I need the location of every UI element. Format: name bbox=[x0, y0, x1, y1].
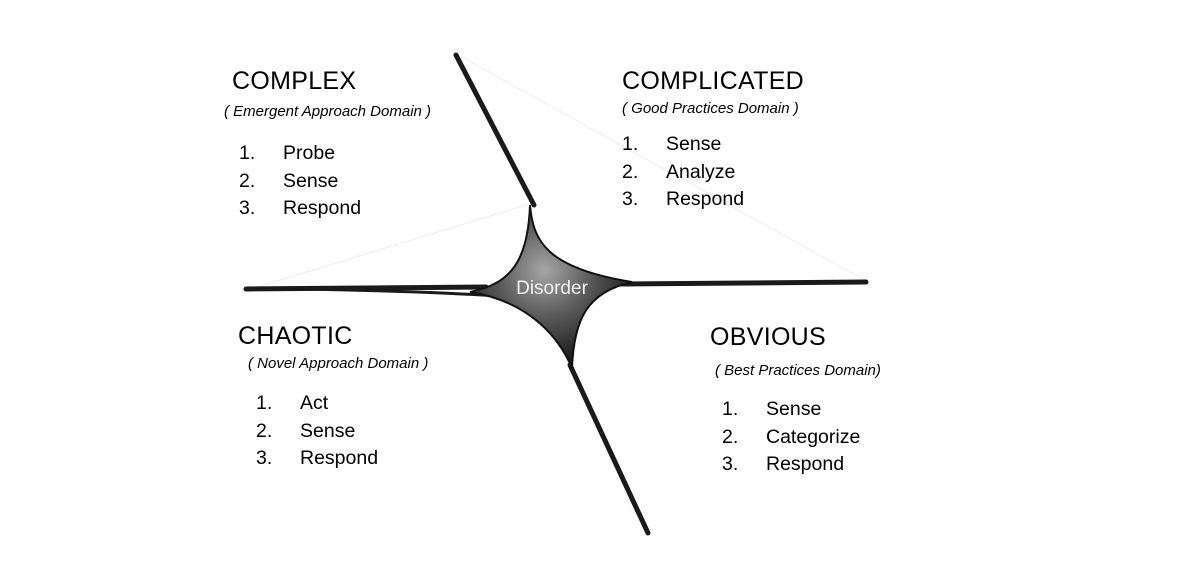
obvious-subtitle: ( Best Practices Domain) bbox=[715, 362, 881, 379]
step-number: 3. bbox=[239, 197, 256, 219]
boundary-line-upper bbox=[453, 52, 537, 208]
step-number: 2. bbox=[239, 169, 256, 192]
step-text: Analyze bbox=[666, 160, 736, 183]
step-number: 1. bbox=[239, 142, 256, 164]
step-text: Sense bbox=[300, 419, 356, 442]
complicated-subtitle: ( Good Practices Domain ) bbox=[622, 100, 799, 117]
step-text: Categorize bbox=[766, 425, 861, 448]
step-number: 2. bbox=[256, 419, 273, 442]
chaotic-subtitle: ( Novel Approach Domain ) bbox=[248, 355, 429, 372]
boundary-line-left bbox=[243, 284, 489, 292]
chaotic-title: CHAOTIC bbox=[238, 322, 353, 350]
complex-subtitle: ( Emergent Approach Domain ) bbox=[224, 103, 432, 120]
step-text: Respond bbox=[283, 197, 362, 219]
faint-guide-lines bbox=[247, 55, 869, 291]
disorder-region bbox=[469, 204, 633, 369]
step-text: Probe bbox=[283, 142, 336, 164]
step-number: 3. bbox=[722, 453, 739, 475]
complicated-title: COMPLICATED bbox=[622, 67, 805, 95]
step-text: Act bbox=[300, 392, 329, 414]
step-text: Respond bbox=[300, 447, 379, 469]
complex-title: COMPLEX bbox=[232, 67, 357, 95]
step-text: Sense bbox=[766, 398, 822, 420]
boundary-line-lower bbox=[567, 362, 651, 536]
step-text: Sense bbox=[283, 169, 339, 192]
step-text: Respond bbox=[666, 188, 745, 210]
obvious-title: OBVIOUS bbox=[710, 323, 827, 351]
step-text: Sense bbox=[666, 133, 722, 155]
step-number: 1. bbox=[722, 398, 739, 420]
disorder-label: Disorder bbox=[516, 278, 588, 299]
step-number: 2. bbox=[722, 425, 739, 448]
step-number: 1. bbox=[622, 133, 639, 155]
step-number: 3. bbox=[622, 188, 639, 210]
step-number: 2. bbox=[622, 160, 639, 183]
step-text: Respond bbox=[766, 453, 845, 475]
boundary-line-right bbox=[617, 279, 869, 287]
step-number: 3. bbox=[256, 447, 273, 469]
step-number: 1. bbox=[256, 392, 273, 414]
